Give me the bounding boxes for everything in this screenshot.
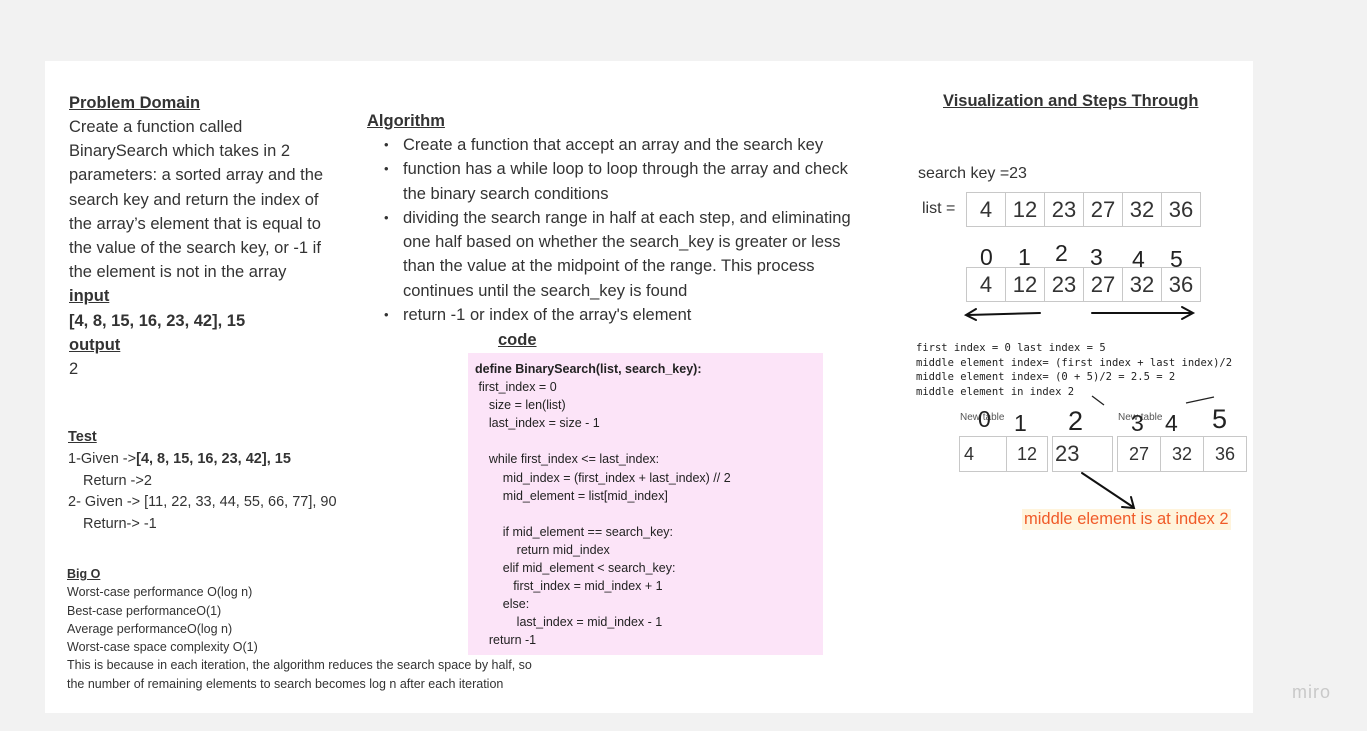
algorithm-item-line: return -1 or index of the array's elemen… (403, 306, 692, 325)
list-cell: 4 (967, 193, 1006, 226)
algorithm-item-line: than the value at the midpoint of the ra… (403, 257, 815, 276)
list-cell: 4 (967, 268, 1006, 301)
algorithm-heading: Algorithm (367, 112, 445, 130)
algorithm-item: dividing the search range in half at eac… (367, 206, 851, 303)
index-label: 0 (980, 244, 993, 270)
list-cell: 12 (1006, 268, 1045, 301)
list-cell: 12 (1006, 193, 1045, 226)
list-cell: 27 (1084, 193, 1123, 226)
diagonal-arrow-icon (1081, 472, 1136, 510)
index-label: 1 (1018, 244, 1031, 270)
table-cell: 27 (1118, 437, 1161, 471)
test-line-3: 2- Given -> [11, 22, 33, 44, 55, 66, 77]… (68, 494, 337, 511)
new-table-label-right: New table (1118, 412, 1163, 423)
table-cell: 36 (1214, 443, 1236, 464)
big-o-line: This is because in each iteration, the a… (67, 658, 532, 673)
input-value: [4, 8, 15, 16, 23, 42], 15 (69, 311, 246, 330)
scribble-marks (1091, 395, 1215, 406)
problem-line: parameters: a sorted array and the (69, 166, 324, 185)
handwritten-notes: first index = 0 last index = 5 middle el… (916, 342, 1233, 398)
left-arrow-icon (967, 312, 1041, 316)
algorithm-item: Create a function that accept an array a… (367, 133, 851, 158)
big-o-line: Average performanceO(log n) (67, 621, 233, 636)
list-cell: 36 (1168, 271, 1194, 297)
algorithm-list: Create a function that accept an array a… (367, 133, 851, 328)
index-label: 1 (1014, 410, 1027, 436)
algorithm-item: function has a while loop to loop throug… (367, 157, 851, 206)
algorithm-item: return -1 or index of the array's elemen… (367, 303, 851, 328)
list-cell: 23 (1045, 268, 1084, 301)
index-label: 4 (1165, 410, 1178, 436)
index-label: 3 (1090, 244, 1103, 270)
list-table[interactable]: 4 12 23 27 32 36 (966, 192, 1201, 227)
test-line-1: 1-Given ->[4, 8, 15, 16, 23, 42], 15 (68, 449, 337, 471)
algorithm-item-line: the binary search conditions (403, 184, 609, 203)
test-given-value: [4, 8, 15, 16, 23, 42], 15 (136, 450, 291, 467)
visualization-heading: Visualization and Steps Through (943, 92, 1199, 110)
index-label: 4 (1132, 246, 1145, 272)
test-heading: Test (68, 429, 97, 445)
algorithm-item-line: dividing the search range in half at eac… (403, 208, 851, 227)
table-cell: 4 (960, 437, 1007, 471)
test-line-4: Return-> -1 (83, 516, 157, 533)
code-body: first_index = 0 size = len(list) last_in… (478, 380, 731, 648)
list-cell: 27 (1084, 268, 1123, 301)
list-table-indexed[interactable]: 4 12 23 27 32 36 (966, 267, 1201, 302)
list-cell: 23 (1045, 193, 1084, 226)
left-table[interactable]: 4 12 (959, 436, 1048, 472)
problem-description: Create a function called BinarySearch wh… (69, 115, 323, 381)
problem-line: the array’s element that is equal to (69, 214, 321, 233)
algorithm-item-line: continues until the search_key is found (403, 281, 688, 300)
big-o-line: Worst-case space complexity O(1) (67, 640, 258, 655)
middle-table[interactable]: 23 (1052, 436, 1113, 472)
big-o-line: Best-case performanceO(1) (67, 603, 222, 618)
code-block: define BinarySearch(list, search_key): f… (468, 353, 823, 650)
list-cell: 32 (1123, 193, 1162, 226)
list-cell: 32 (1123, 268, 1162, 301)
index-label: 5 (1212, 404, 1228, 434)
index-label: 3 (1131, 410, 1144, 436)
miro-logo[interactable]: miro (1292, 682, 1331, 702)
table-cell: 23 (1055, 441, 1080, 466)
list-label: list = (922, 200, 956, 217)
table-cell: 12 (1016, 443, 1038, 464)
big-o-heading: Big O (67, 567, 101, 581)
code-sticky-note[interactable]: define BinarySearch(list, search_key): f… (468, 353, 823, 655)
algorithm-item-line: function has a while loop to loop throug… (403, 160, 848, 179)
index-label: 2 (1068, 406, 1084, 436)
big-o-line: Worst-case performance O(log n) (67, 585, 253, 600)
problem-line: BinarySearch which takes in 2 (69, 142, 291, 161)
right-table[interactable]: 27 32 36 (1117, 436, 1247, 472)
problem-line: search key and return the index of (69, 190, 319, 209)
problem-domain-heading: Problem Domain (69, 94, 201, 112)
index-label: 0 (978, 406, 991, 432)
output-value: 2 (69, 360, 79, 379)
problem-line: Create a function called (69, 118, 243, 136)
table-cell: 32 (1161, 437, 1204, 471)
list-cell: 36 (1168, 196, 1194, 222)
algorithm-item-line: Create a function that accept an array a… (403, 136, 824, 154)
test-line-2: Return ->2 (83, 472, 152, 489)
big-o-section: Big O Worst-case performance O(log n) Be… (67, 565, 532, 693)
big-o-line: the number of remaining elements to sear… (67, 676, 504, 691)
result-label: middle element is at index 2 (1022, 509, 1231, 530)
index-label: 5 (1170, 246, 1183, 272)
problem-line: the element is not in the array (69, 263, 287, 282)
output-label: output (69, 335, 121, 354)
index-label: 2 (1055, 240, 1068, 266)
split-arrows (963, 306, 1196, 321)
problem-line: the value of the search key, or -1 if (69, 239, 321, 258)
algorithm-item-line: one half based on whether the search_key… (403, 233, 841, 252)
code-heading: code (498, 331, 537, 349)
test-section: Test 1-Given ->[4, 8, 15, 16, 23, 42], 1… (68, 427, 337, 536)
search-key-label: search key =23 (918, 165, 1027, 182)
input-label: input (69, 287, 110, 306)
code-first-line: define BinarySearch(list, search_key): (475, 362, 702, 376)
new-table-label-left: New table (960, 412, 1005, 423)
test-given-prefix: 1-Given -> (68, 450, 137, 467)
